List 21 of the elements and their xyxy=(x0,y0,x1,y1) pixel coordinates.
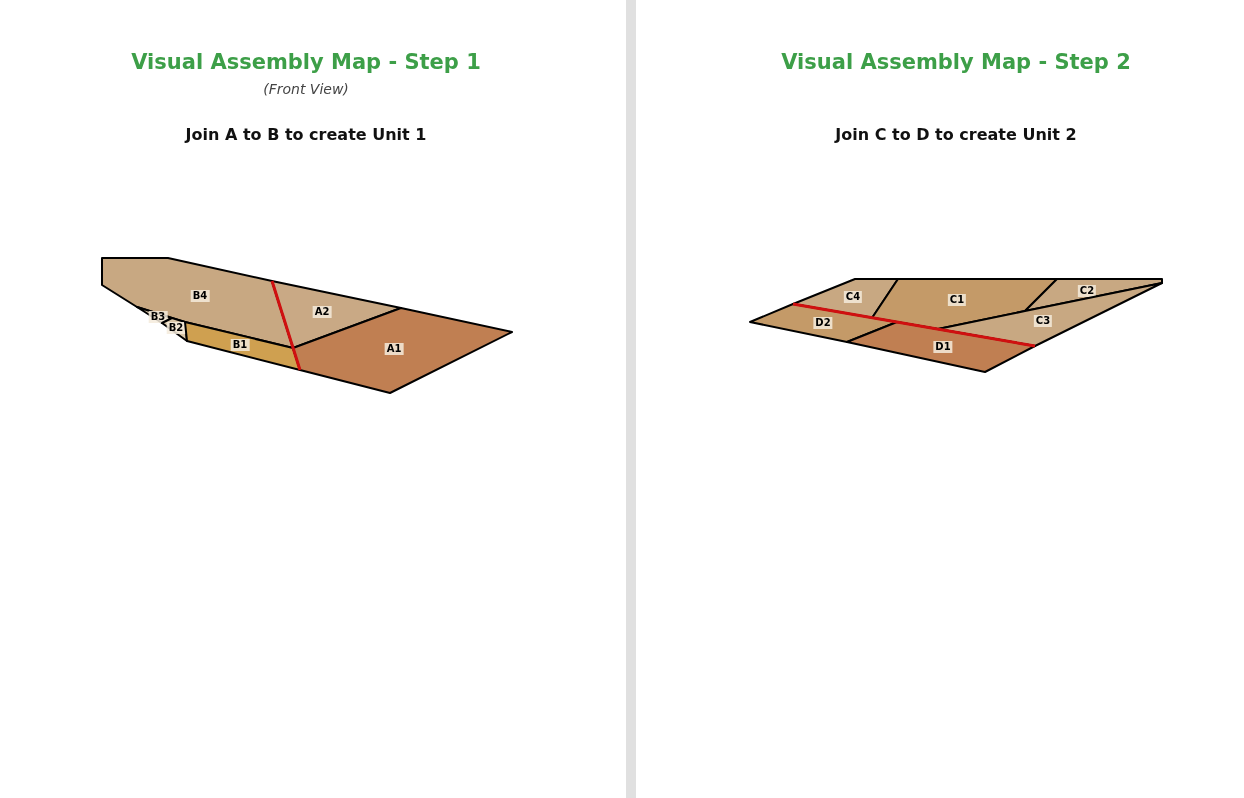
piece-label: C1 xyxy=(947,294,967,306)
piece-label: D1 xyxy=(933,341,953,353)
piece-label: C4 xyxy=(843,291,863,303)
quilt-piece xyxy=(102,258,293,348)
piece-label: B1 xyxy=(230,339,250,351)
quilt-piece xyxy=(847,322,1035,372)
page-title: Visual Assembly Map - Step 1 xyxy=(131,50,481,74)
quilt-piece xyxy=(185,322,300,370)
piece-label: C3 xyxy=(1033,315,1053,327)
piece-label: A2 xyxy=(312,306,332,318)
piece-label: B4 xyxy=(190,290,210,302)
quilt-piece xyxy=(293,308,512,393)
step-instruction: Join A to B to create Unit 1 xyxy=(185,125,427,144)
piece-label: B3 xyxy=(148,311,168,323)
step-instruction: Join C to D to create Unit 2 xyxy=(835,125,1077,144)
piece-label: B2 xyxy=(166,322,186,334)
piece-label: A1 xyxy=(384,343,404,355)
piece-label: D2 xyxy=(813,317,833,329)
piece-label: C2 xyxy=(1077,285,1097,297)
page-title: Visual Assembly Map - Step 2 xyxy=(781,50,1131,74)
view-caption: (Front View) xyxy=(263,81,349,97)
